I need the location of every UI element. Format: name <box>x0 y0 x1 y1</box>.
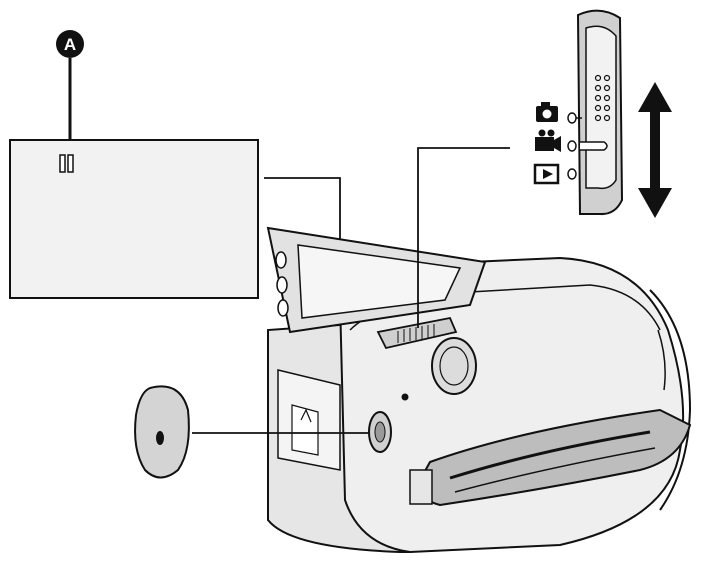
mode-switch-enlarged[interactable] <box>567 9 624 216</box>
play-icon <box>533 163 560 185</box>
switch-grip-dots <box>594 74 611 122</box>
camera-icon <box>536 102 558 122</box>
hand-strap <box>409 408 692 507</box>
recording-start-stop-button[interactable] <box>134 385 190 479</box>
body-mode-switch[interactable] <box>376 316 458 350</box>
movie-camera-icon <box>535 129 561 152</box>
up-down-arrow-icon <box>638 82 672 218</box>
pause-icon <box>59 154 74 173</box>
callout-a-label: A <box>64 35 76 54</box>
lcd-screen-enlarged <box>9 139 259 299</box>
callout-a: A <box>56 30 84 140</box>
camcorder-lcd-monitor <box>266 226 487 334</box>
switch-leader-line <box>417 147 510 328</box>
